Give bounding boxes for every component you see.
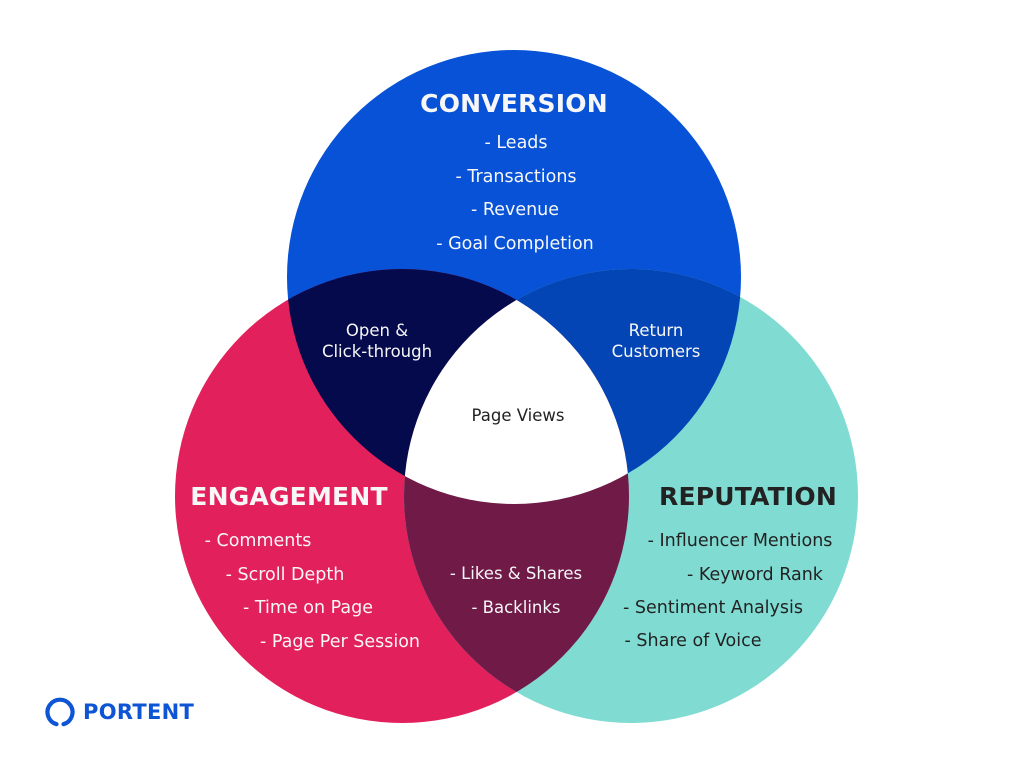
all-three-label: Page Views: [471, 406, 565, 425]
conversion-engagement-line: Click-through: [321, 342, 433, 361]
all-three-overlap: [404, 269, 629, 504]
portent-logo: PORTENT: [45, 697, 194, 727]
conversion-item: - Leads: [484, 133, 548, 153]
conversion-reputation-line: Customers: [611, 342, 701, 361]
portent-logo-text: PORTENT: [83, 700, 195, 724]
engagement-title: ENGAGEMENT: [190, 482, 388, 511]
conversion-engagement-label: Open & Click-through: [322, 320, 432, 362]
conversion-item: - Revenue: [470, 200, 560, 220]
reputation-title: REPUTATION: [658, 482, 838, 511]
conversion-reputation-line: Return: [628, 321, 684, 340]
reputation-item: - Influencer Mentions: [647, 531, 833, 551]
engagement-item: - Time on Page: [243, 598, 373, 618]
reputation-item: - Sentiment Analysis: [623, 598, 803, 618]
engagement-item: - Scroll Depth: [225, 565, 345, 585]
engagement-item: - Page Per Session: [259, 632, 421, 652]
portent-ring-icon: [45, 697, 75, 727]
conversion-title: CONVERSION: [420, 89, 608, 118]
conversion-engagement-line: Open &: [345, 321, 409, 340]
reputation-item: - Keyword Rank: [687, 565, 823, 585]
engagement-reputation-line: - Likes & Shares: [449, 564, 583, 583]
conversion-item: - Transactions: [455, 167, 577, 187]
engagement-reputation-label: - Likes & Shares - Backlinks: [450, 557, 582, 625]
reputation-item: - Share of Voice: [624, 631, 762, 651]
conversion-item: - Goal Completion: [436, 234, 594, 254]
engagement-item: - Comments: [204, 531, 312, 551]
engagement-reputation-line: - Backlinks: [471, 598, 561, 617]
conversion-reputation-label: Return Customers: [612, 320, 701, 362]
